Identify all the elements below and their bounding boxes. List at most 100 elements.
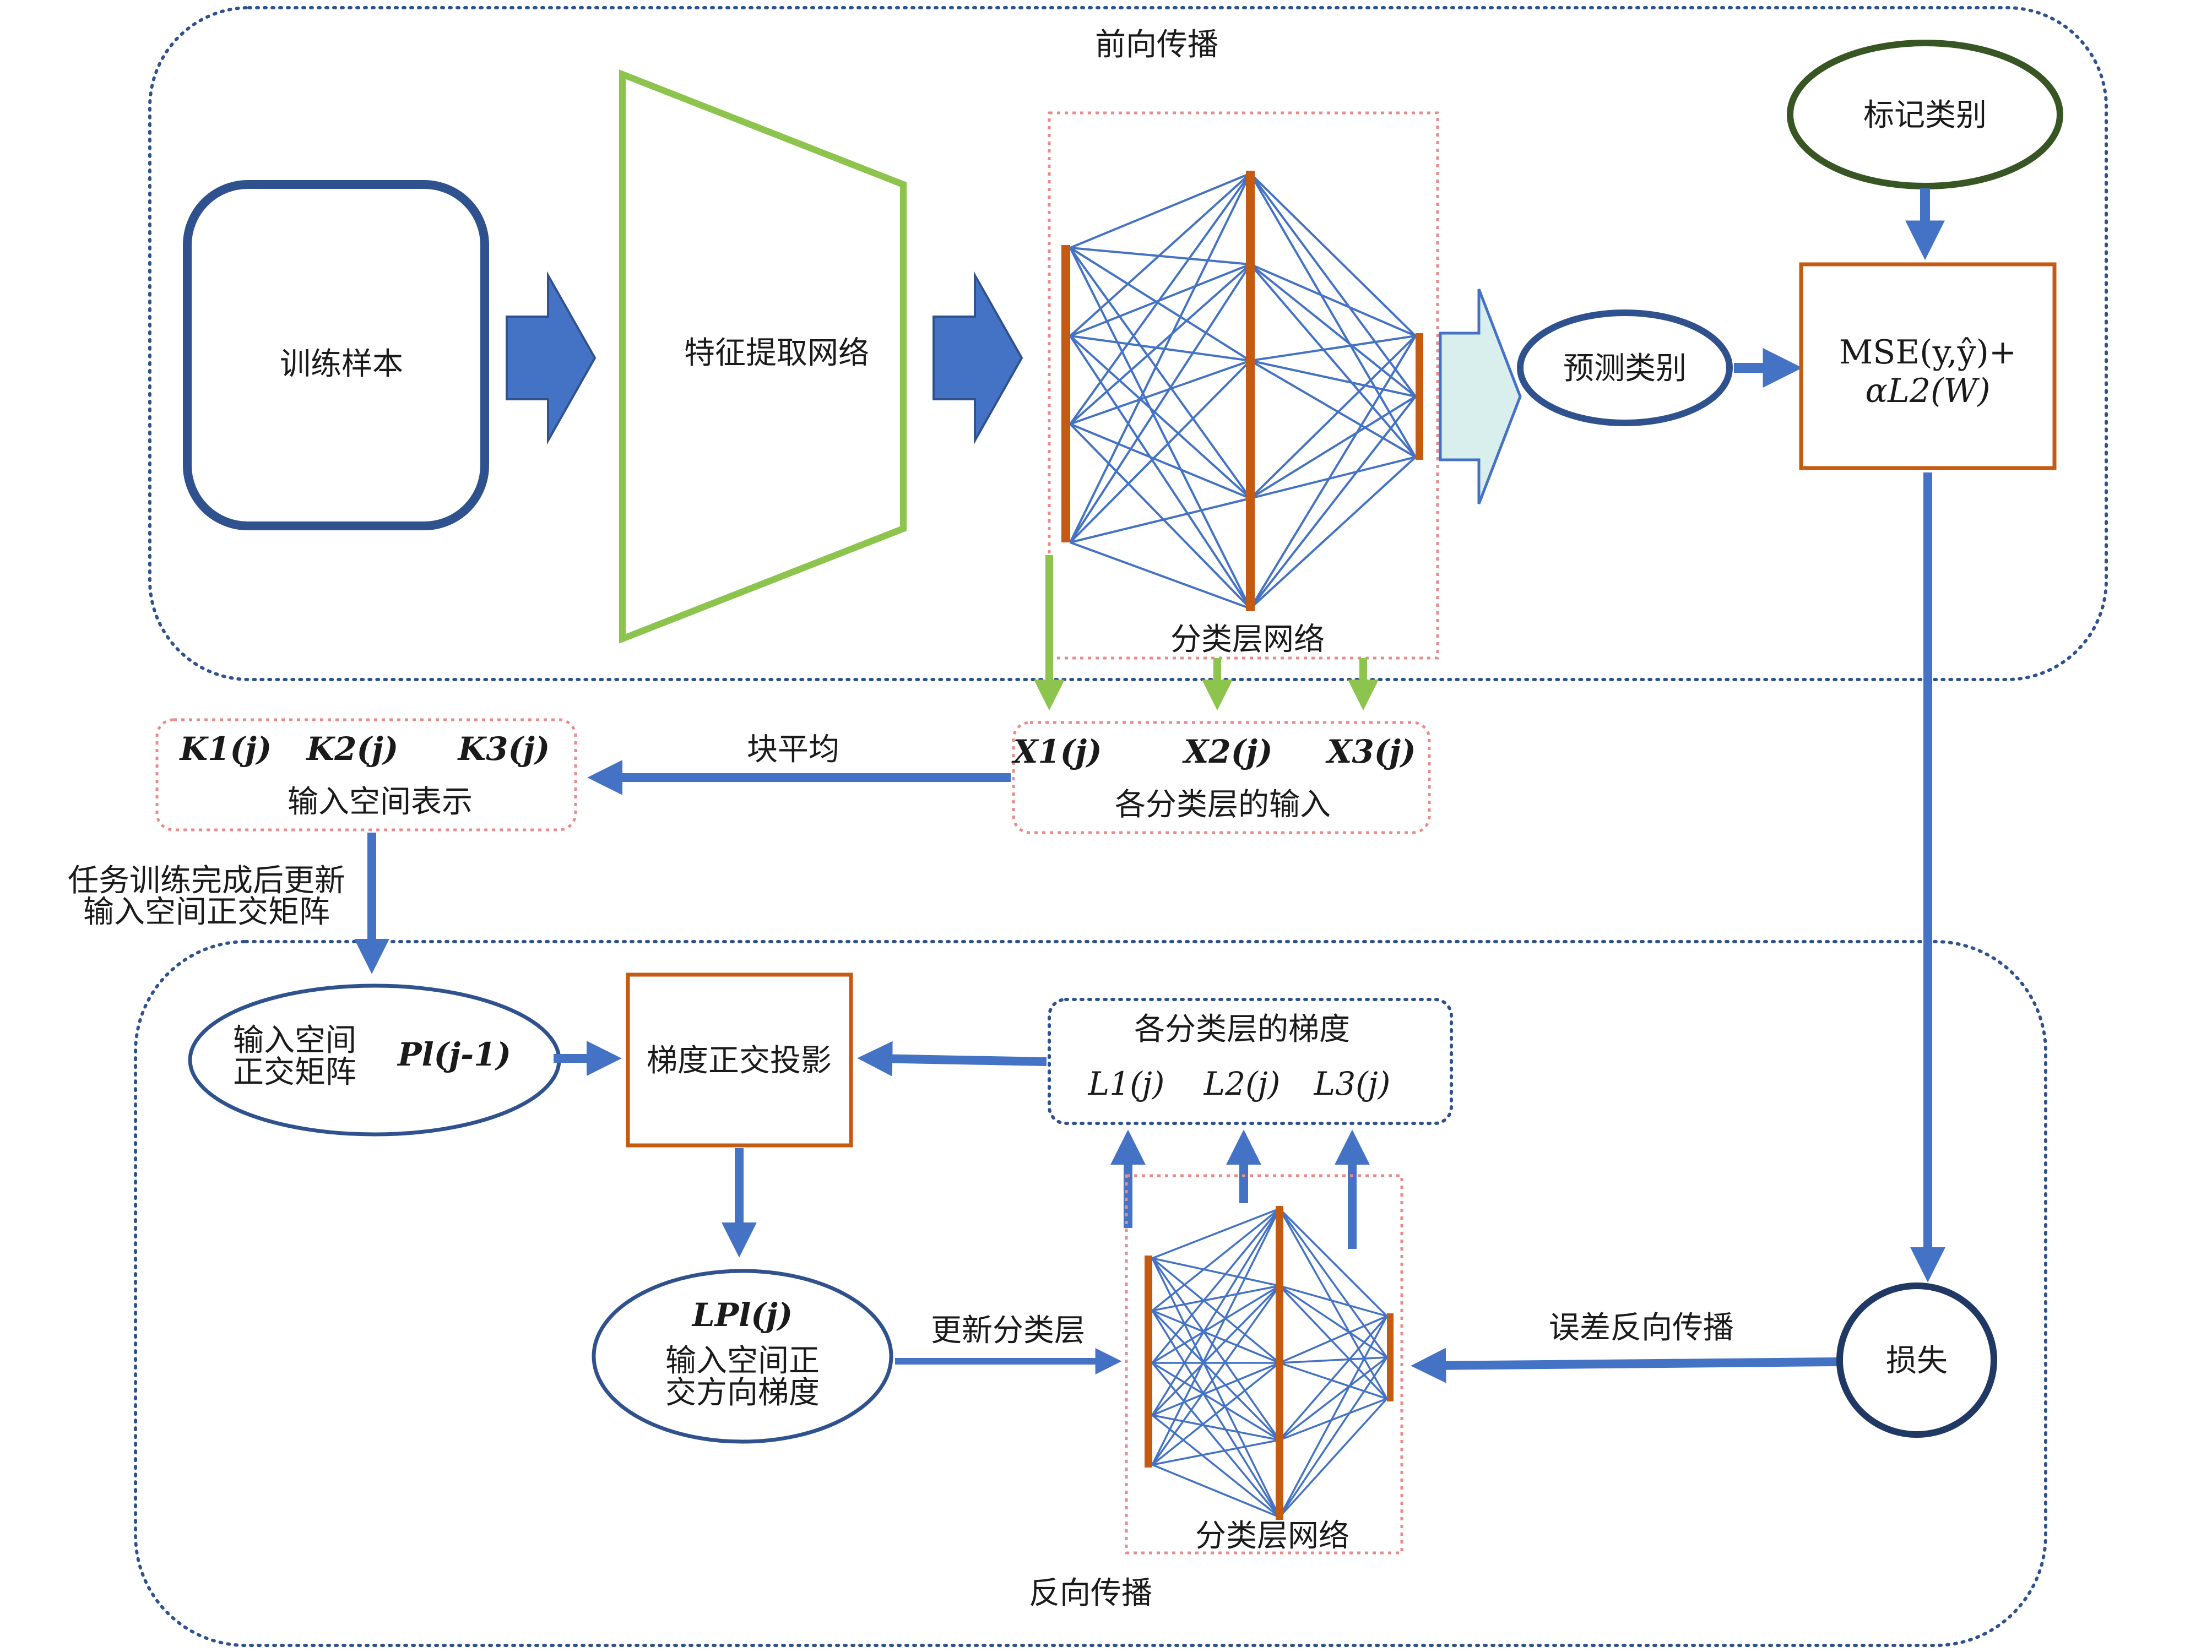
input-space-caption: 输入空间表示 — [288, 784, 473, 820]
arrow-gradients-to-proj — [857, 1041, 1047, 1077]
classifier-top-edge-34 — [1249, 456, 1417, 610]
classifier-top-layer-1 — [1061, 245, 1070, 542]
orth-gradient-line-2: 交方向梯度 — [665, 1375, 820, 1411]
classifier-top-connections — [1069, 172, 1417, 610]
classifier-bottom-edge-15 — [1151, 1208, 1281, 1416]
classifier-top-edge-13 — [1070, 423, 1251, 499]
arrow-error-backprop — [1411, 1347, 1837, 1383]
classifier-bottom-edge-0 — [1152, 1208, 1280, 1259]
classifier-top-edge-30 — [1249, 395, 1417, 499]
classifier-bottom-layer-2 — [1276, 1206, 1283, 1520]
classifier-bottom-layer-3 — [1387, 1313, 1394, 1401]
classifier-bottom-edge-33 — [1279, 1362, 1387, 1400]
classifier-top-layer-2 — [1246, 171, 1255, 611]
classifier-bottom-edge-22 — [1151, 1362, 1281, 1466]
classifier-bottom-edge-21 — [1151, 1285, 1281, 1466]
classifier-bottom-edge-3 — [1151, 1257, 1281, 1441]
classifier-bottom-edge-4 — [1151, 1258, 1281, 1518]
classifier-top-edge-5 — [1069, 172, 1251, 337]
classifier-bottom-edge-14 — [1151, 1362, 1281, 1518]
classifier-top-edge-18 — [1070, 497, 1251, 544]
classifier-bottom-layer-1 — [1145, 1256, 1152, 1468]
training-samples-label: 训练样本 — [280, 346, 403, 382]
feature-network-label: 特征提取网络 — [684, 335, 869, 371]
layer-inputs-caption: 各分类层的输入 — [1115, 787, 1331, 823]
projection-matrix-symbol: Pl(j-1) — [397, 1036, 511, 1073]
classifier-top-edge-12 — [1070, 360, 1251, 425]
layer-inputs-box — [1012, 721, 1431, 834]
classifier-bottom-edge-37 — [1278, 1316, 1388, 1518]
classifier-bottom-edge-20 — [1151, 1208, 1281, 1465]
input-x1: X1(j) — [1011, 733, 1102, 770]
classifier-bottom-edge-13 — [1152, 1362, 1280, 1441]
space-k2: K2(j) — [306, 730, 399, 768]
block-arrow-2 — [932, 271, 1023, 445]
gradient-projection-box — [626, 972, 853, 1148]
layer-gradients-box — [1048, 998, 1453, 1125]
classifier-bottom-edge-10 — [1151, 1208, 1281, 1364]
classifier-top-edge-19 — [1070, 541, 1251, 610]
classifier-bottom-edge-30 — [1278, 1285, 1388, 1400]
classifier-top-edge-25 — [1249, 263, 1417, 458]
classifier-bottom-edge-1 — [1152, 1257, 1280, 1287]
predicted-class-node — [1517, 309, 1733, 426]
classifier-bottom-edge-29 — [1279, 1285, 1387, 1358]
mse-loss-box — [1799, 262, 2057, 470]
output-arrow — [1439, 289, 1522, 504]
classifier-bottom-connections — [1151, 1208, 1388, 1518]
forward-title: 前向传播 — [1095, 27, 1218, 63]
classifier-bottom-edge-25 — [1278, 1208, 1388, 1317]
classifier-bottom-edge-38 — [1278, 1357, 1388, 1518]
gradient-l3: L3(j) — [1314, 1065, 1391, 1102]
forward-region — [148, 6, 2108, 681]
classifier-top-edge-33 — [1249, 395, 1417, 610]
mse-formula-line-2: αL2(W) — [1865, 372, 1990, 410]
classifier-top-edge-29 — [1249, 335, 1417, 499]
classifier-bottom-frame — [1125, 1174, 1403, 1555]
classifier-top-edge-8 — [1069, 335, 1251, 499]
classifier-bottom-edge-27 — [1278, 1208, 1388, 1399]
classifier-bottom-edge-35 — [1278, 1356, 1388, 1441]
labeled-class-label: 标记类别 — [1863, 97, 1987, 133]
classifier-top-edge-0 — [1070, 172, 1251, 249]
classifier-bottom-label: 分类层网络 — [1195, 1518, 1349, 1554]
classifier-top-edge-26 — [1250, 335, 1416, 362]
training-samples-box — [183, 180, 489, 530]
update-classifier-label: 更新分类层 — [931, 1313, 1085, 1349]
classifier-top-edge-22 — [1249, 172, 1417, 458]
classifier-bottom-edge-31 — [1279, 1315, 1387, 1364]
classifier-top-edge-10 — [1069, 172, 1251, 425]
projection-matrix-line-1: 输入空间 — [233, 1023, 356, 1058]
classifier-bottom-edge-19 — [1151, 1414, 1281, 1518]
backward-title: 反向传播 — [1029, 1575, 1152, 1611]
classifier-top-edge-21 — [1249, 172, 1417, 398]
loss-label: 损失 — [1886, 1343, 1948, 1379]
classifier-top-edge-11 — [1069, 263, 1251, 425]
classifier-top-edge-23 — [1250, 263, 1416, 337]
classifier-bottom-edge-28 — [1279, 1285, 1387, 1317]
classifier-top-frame — [1048, 111, 1439, 660]
classifier-top-edge-27 — [1250, 360, 1416, 398]
classifier-top-edge-32 — [1249, 335, 1417, 610]
classifier-top-edge-15 — [1069, 173, 1251, 543]
classifier-top-edge-31 — [1250, 456, 1416, 499]
classifier-top-edge-3 — [1069, 247, 1251, 499]
orth-gradient-node — [592, 1269, 893, 1444]
projection-matrix-line-2: 正交矩阵 — [233, 1055, 356, 1090]
block-arrow-1 — [506, 271, 597, 445]
gradient-l1: L1(j) — [1088, 1065, 1165, 1102]
classifier-top-edge-14 — [1069, 423, 1251, 610]
classifier-bottom-edge-34 — [1278, 1315, 1388, 1441]
classifier-top-label: 分类层网络 — [1170, 622, 1325, 657]
mse-formula-line-1: MSE(y,ŷ)+ — [1839, 333, 2016, 372]
input-space-box — [155, 718, 577, 832]
classifier-bottom-edge-24 — [1152, 1464, 1280, 1518]
classifier-bottom-edge-5 — [1151, 1208, 1281, 1312]
classifier-top-edge-20 — [1249, 172, 1417, 337]
feature-network-trapezoid — [619, 69, 907, 644]
classifier-bottom-edge-32 — [1279, 1356, 1387, 1364]
classifier-bottom-edge-23 — [1152, 1439, 1280, 1466]
predicted-class-label: 预测类别 — [1563, 351, 1687, 387]
classifier-top-edge-9 — [1069, 335, 1251, 610]
space-k1: K1(j) — [179, 730, 272, 768]
